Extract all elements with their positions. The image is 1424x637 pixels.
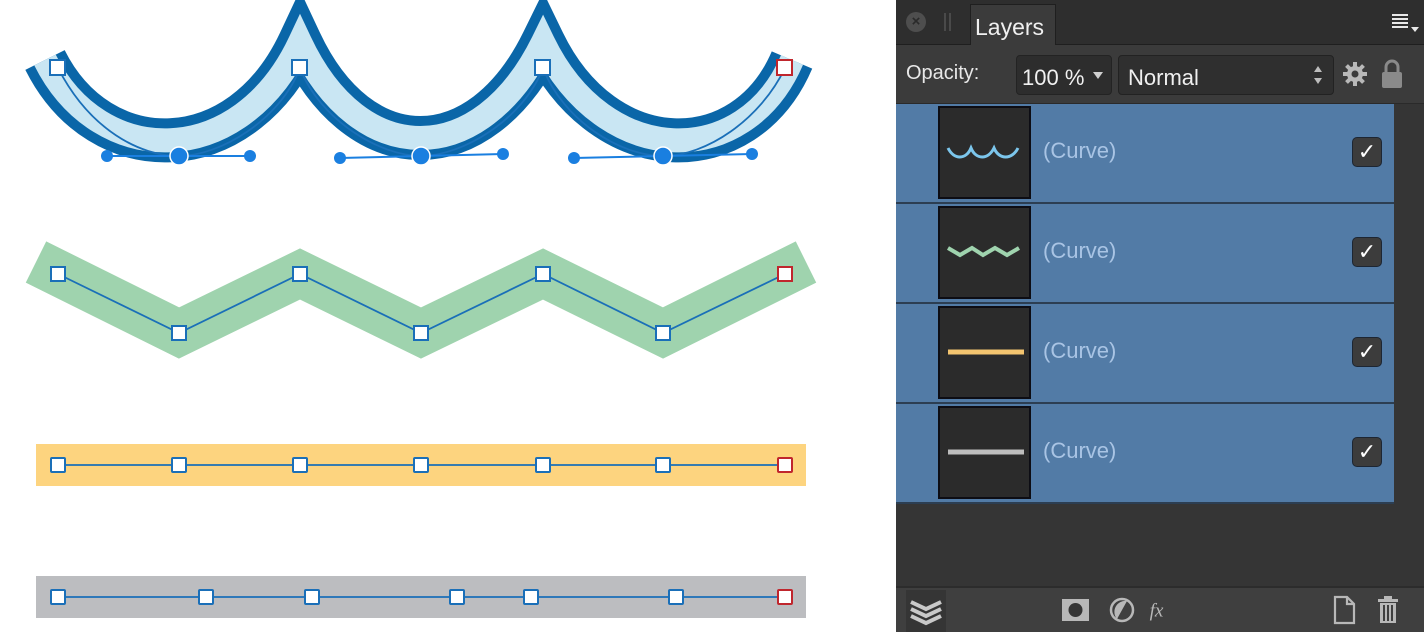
panel-tab-bar: × Layers: [896, 0, 1424, 45]
curve-node[interactable]: [413, 325, 429, 341]
bezier-handle[interactable]: [334, 152, 346, 164]
curve-node[interactable]: [523, 589, 539, 605]
layer-thumbnail: [938, 206, 1031, 299]
yellow-straight-curve[interactable]: [36, 444, 806, 486]
curve-node[interactable]: [292, 266, 308, 282]
opacity-label: Opacity:: [906, 62, 980, 84]
curve-node[interactable]: [198, 589, 214, 605]
layer-row[interactable]: (Curve) ✓: [896, 304, 1394, 404]
visibility-checkbox[interactable]: ✓: [1352, 237, 1382, 267]
tab-layers-label: Layers: [975, 14, 1045, 40]
line-thumbnail-icon: [948, 449, 1024, 455]
layer-thumbnail: [938, 306, 1031, 399]
gray-straight-curve[interactable]: [36, 576, 806, 618]
layer-row[interactable]: (Curve) ✓: [896, 404, 1394, 504]
layers-scroll-gutter[interactable]: [1394, 104, 1424, 502]
panel-menu-icon[interactable]: [1392, 14, 1419, 36]
lock-icon[interactable]: [1380, 59, 1404, 89]
visibility-checkbox[interactable]: ✓: [1352, 137, 1382, 167]
stepper-down-icon: [1314, 78, 1322, 84]
svg-text:fx: fx: [1150, 600, 1164, 621]
close-icon[interactable]: ×: [906, 12, 926, 32]
smooth-node[interactable]: [169, 146, 189, 166]
curve-node[interactable]: [304, 589, 320, 605]
line-thumbnail-icon: [948, 349, 1024, 355]
panel-bottom-toolbar: fx: [896, 586, 1424, 632]
curve-node[interactable]: [534, 59, 551, 76]
end-node[interactable]: [777, 589, 793, 605]
curve-node[interactable]: [50, 266, 66, 282]
end-node[interactable]: [777, 457, 793, 473]
mask-icon[interactable]: [1060, 594, 1092, 626]
visibility-checkbox[interactable]: ✓: [1352, 437, 1382, 467]
curve-node[interactable]: [291, 59, 308, 76]
adjustment-icon[interactable]: [1106, 594, 1138, 626]
bezier-handle[interactable]: [497, 148, 509, 160]
layer-properties-bar: Opacity: 100 % Normal: [896, 45, 1424, 105]
layer-name: (Curve): [1043, 138, 1117, 163]
bezier-handle[interactable]: [568, 152, 580, 164]
tab-layers[interactable]: Layers: [970, 4, 1056, 45]
curve-node[interactable]: [49, 59, 66, 76]
new-layer-icon[interactable]: [1328, 594, 1360, 626]
curve-node[interactable]: [535, 266, 551, 282]
curve-node[interactable]: [171, 457, 187, 473]
curve-node[interactable]: [449, 589, 465, 605]
layer-name: (Curve): [1043, 438, 1117, 463]
blend-mode-value: Normal: [1128, 65, 1199, 90]
layers-panel: × Layers Opacity: 100 % Normal: [896, 0, 1424, 632]
wave-thumbnail-icon: [946, 144, 1020, 159]
smooth-node[interactable]: [411, 146, 431, 166]
layers-list: (Curve) ✓ (Curve) ✓ (Curve) ✓: [896, 104, 1394, 504]
layer-name: (Curve): [1043, 338, 1117, 363]
gear-icon[interactable]: [1342, 61, 1368, 87]
curve-node[interactable]: [292, 457, 308, 473]
trash-icon[interactable]: [1372, 594, 1404, 626]
opacity-value: 100 %: [1022, 65, 1085, 90]
curve-node[interactable]: [655, 457, 671, 473]
bezier-handle[interactable]: [746, 148, 758, 160]
bezier-handle[interactable]: [101, 150, 113, 162]
layer-name: (Curve): [1043, 238, 1117, 263]
layer-row[interactable]: (Curve) ✓: [896, 204, 1394, 304]
layers-stack-button[interactable]: [906, 590, 946, 632]
layer-thumbnail: [938, 406, 1031, 499]
fx-icon[interactable]: fx: [1148, 594, 1180, 626]
drag-grip-icon[interactable]: [944, 13, 952, 31]
opacity-field[interactable]: 100 %: [1016, 55, 1112, 95]
layers-stack-icon: [910, 600, 942, 626]
curve-node[interactable]: [668, 589, 684, 605]
smooth-node[interactable]: [653, 146, 673, 166]
canvas-artwork[interactable]: [0, 0, 896, 630]
zigzag-thumbnail-icon: [946, 245, 1021, 258]
zigzag-curve[interactable]: [25, 241, 817, 359]
layer-thumbnail: [938, 106, 1031, 199]
visibility-checkbox[interactable]: ✓: [1352, 337, 1382, 367]
stepper-up-icon: [1314, 66, 1322, 72]
curve-node[interactable]: [50, 589, 66, 605]
curve-node[interactable]: [50, 457, 66, 473]
document-canvas[interactable]: [0, 0, 896, 630]
curve-node[interactable]: [171, 325, 187, 341]
layer-row[interactable]: (Curve) ✓: [896, 104, 1394, 204]
bezier-handle[interactable]: [244, 150, 256, 162]
curve-node[interactable]: [535, 457, 551, 473]
opacity-dropdown-arrow-icon[interactable]: [1093, 72, 1103, 79]
wave-curve[interactable]: [25, 0, 813, 166]
curve-node[interactable]: [655, 325, 671, 341]
end-node[interactable]: [776, 59, 793, 76]
end-node[interactable]: [777, 266, 793, 282]
blend-mode-select[interactable]: Normal: [1118, 55, 1334, 95]
curve-node[interactable]: [413, 457, 429, 473]
